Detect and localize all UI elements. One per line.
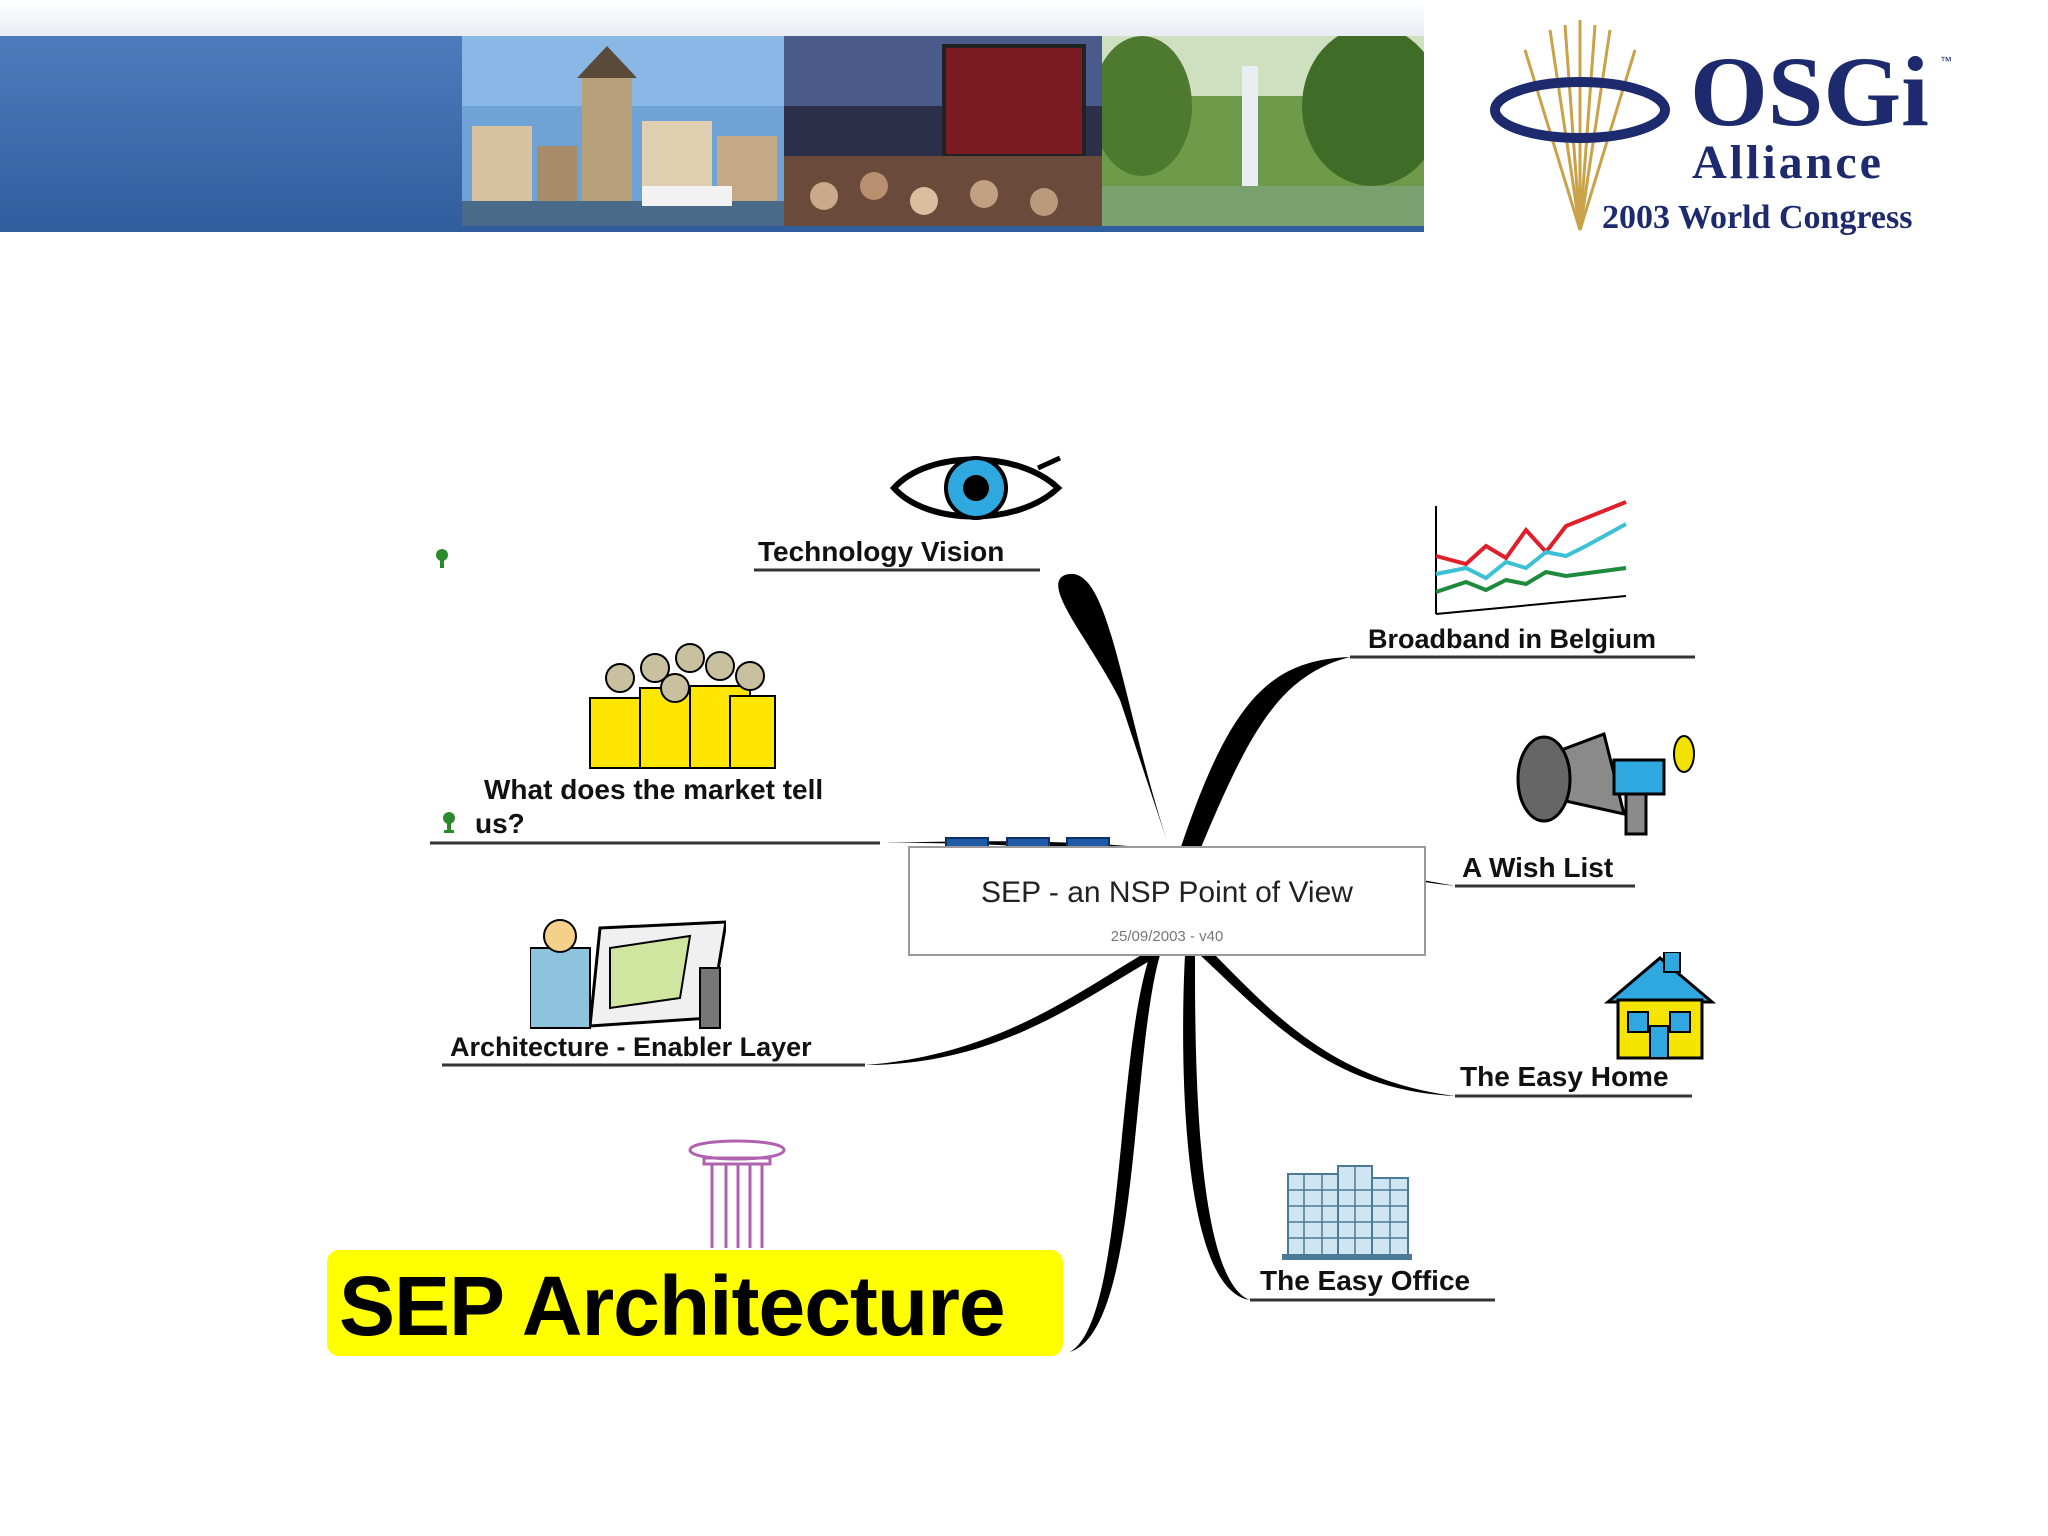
event-crowd-photo	[784, 36, 1102, 226]
branch-easy-office	[1183, 955, 1250, 1300]
logo-brand: OSGi	[1690, 36, 1929, 147]
eye-icon	[889, 455, 1063, 520]
branch-sep-architecture	[1070, 955, 1160, 1352]
logo-subtitle: Alliance	[1692, 136, 1884, 189]
office-building-icon	[1282, 1165, 1412, 1260]
node-easy-home[interactable]: The Easy Home	[1460, 1061, 1669, 1092]
old-town-photo	[462, 36, 784, 226]
logo-trademark: ™	[1940, 54, 1952, 68]
node-architecture-enabler[interactable]: Architecture - Enabler Layer	[450, 1032, 812, 1062]
architect-drafting-icon	[530, 919, 726, 1029]
house-icon	[1604, 952, 1716, 1060]
node-market-line2[interactable]: us?	[475, 808, 525, 839]
logo-rays	[1523, 20, 1637, 231]
logo-event: 2003 World Congress	[1602, 199, 1912, 236]
park-fountain-photo	[1102, 36, 1424, 226]
central-topic-date: 25/09/2003 - v40	[1110, 928, 1224, 945]
hint-icon	[436, 549, 448, 568]
central-topic[interactable]: SEP - an NSP Point of View 25/09/2003 - …	[908, 846, 1426, 956]
node-sep-architecture[interactable]: SEP Architecture	[327, 1250, 1063, 1356]
branch-technology-vision	[1058, 573, 1170, 850]
node-wish-list[interactable]: A Wish List	[1462, 852, 1614, 883]
branch-architecture-enabler	[865, 950, 1160, 1065]
banner-top-strip	[0, 0, 1424, 36]
megaphone-icon	[1516, 732, 1695, 836]
osgi-logo: OSGi ™ Alliance 2003 World Congress	[1490, 20, 1952, 236]
branch-broadband	[1180, 657, 1350, 850]
greek-column-icon	[688, 1139, 786, 1248]
node-broadband-belgium[interactable]: Broadband in Belgium	[1368, 624, 1657, 654]
branch-easy-home	[1200, 950, 1455, 1096]
node-easy-office[interactable]: The Easy Office	[1260, 1265, 1471, 1296]
businessmen-group-icon	[589, 643, 776, 769]
hint-icon-2	[443, 812, 455, 833]
node-sep-architecture-label: SEP Architecture	[339, 1259, 1006, 1353]
node-technology-vision[interactable]: Technology Vision	[758, 536, 1005, 567]
central-topic-title: SEP - an NSP Point of View	[981, 876, 1353, 909]
logo-ring	[1490, 77, 1670, 143]
line-chart-icon	[1435, 500, 1627, 615]
node-market-line1[interactable]: What does the market tell	[484, 774, 824, 805]
